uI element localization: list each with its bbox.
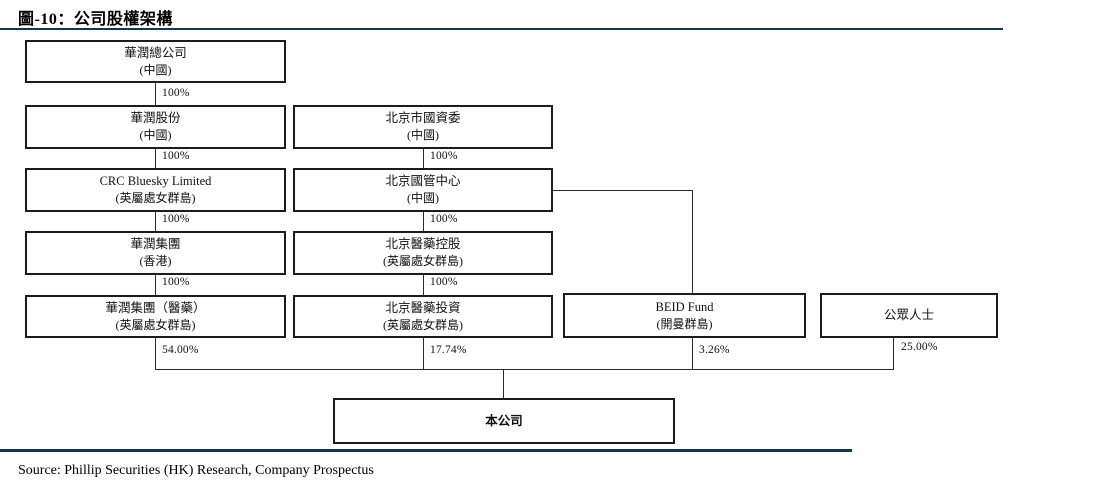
connector-line (503, 369, 504, 398)
org-node-name: 公眾人士 (883, 308, 934, 323)
org-node-crc-shares: 華潤股份 (中國) (25, 105, 286, 149)
org-node-name: 華潤總公司 (124, 45, 187, 60)
connector-line (692, 190, 693, 293)
org-node-name: 本公司 (485, 413, 523, 428)
connector-line (423, 212, 424, 231)
connector-line (423, 338, 424, 369)
source-attribution: Source: Phillip Securities (HK) Research… (18, 463, 374, 478)
connector-line (423, 149, 424, 168)
org-node-bj-pharma-holding: 北京醫藥控股 (英屬處女群島) (293, 231, 553, 275)
ownership-percentage: 100% (162, 87, 190, 99)
connector-line (155, 275, 156, 295)
connector-line (553, 190, 692, 191)
ownership-percentage: 100% (430, 276, 458, 288)
ownership-percentage: 17.74% (430, 344, 467, 356)
org-node-crc-bluesky: CRC Bluesky Limited (英屬處女群島) (25, 168, 286, 212)
org-node-location: (開曼群島) (656, 316, 713, 331)
ownership-percentage: 100% (430, 150, 458, 162)
org-node-location: (英屬處女群島) (383, 254, 463, 269)
org-node-name: 北京醫藥投資 (385, 300, 461, 315)
org-node-name: 北京國管中心 (385, 174, 461, 189)
ownership-percentage: 100% (162, 276, 190, 288)
org-node-public-holders: 公眾人士 (820, 293, 998, 338)
ownership-percentage: 54.00% (162, 344, 199, 356)
ownership-percentage: 25.00% (901, 341, 938, 353)
connector-line (155, 338, 156, 369)
org-node-location: (英屬處女群島) (383, 317, 463, 332)
org-node-the-company: 本公司 (333, 398, 675, 444)
connector-bus-line (155, 369, 894, 370)
ownership-percentage: 3.26% (699, 344, 730, 356)
org-node-bj-sasac: 北京市國資委 (中國) (293, 105, 553, 149)
connector-line (423, 275, 424, 295)
org-node-name: 華潤集團（醫藥） (105, 300, 206, 315)
connector-line (155, 83, 156, 105)
org-node-name: 華潤集團 (130, 237, 181, 252)
connector-line (155, 149, 156, 168)
title-rule (0, 28, 1003, 30)
org-node-name: BEID Fund (655, 299, 714, 314)
org-node-location: (中國) (139, 128, 172, 143)
ownership-percentage: 100% (162, 150, 190, 162)
org-node-name: 北京醫藥控股 (385, 237, 461, 252)
connector-line (893, 338, 894, 369)
org-node-location: (英屬處女群島) (115, 317, 196, 332)
org-node-bj-pharma-invest: 北京醫藥投資 (英屬處女群島) (293, 295, 553, 338)
org-node-bj-sdic-center: 北京國管中心 (中國) (293, 168, 553, 212)
connector-line (155, 212, 156, 231)
org-node-location: (中國) (407, 191, 439, 206)
org-node-location: (中國) (407, 128, 439, 143)
figure-title: 圖-10：公司股權架構 (18, 11, 173, 28)
org-node-crc-group-pharma: 華潤集團（醫藥） (英屬處女群島) (25, 295, 286, 338)
ownership-percentage: 100% (430, 213, 458, 225)
connector-line (692, 338, 693, 369)
org-node-name: 華潤股份 (130, 111, 181, 126)
org-node-beid-fund: BEID Fund (開曼群島) (563, 293, 806, 338)
org-node-location: (英屬處女群島) (115, 191, 196, 206)
org-node-location: (香港) (139, 254, 172, 269)
org-node-name: 北京市國資委 (385, 111, 461, 126)
org-node-crc-parent: 華潤總公司 (中國) (25, 40, 286, 83)
org-node-location: (中國) (139, 62, 172, 77)
org-node-name: CRC Bluesky Limited (99, 174, 212, 189)
org-node-crc-group: 華潤集團 (香港) (25, 231, 286, 275)
footer-rule (0, 449, 852, 452)
ownership-percentage: 100% (162, 213, 190, 225)
